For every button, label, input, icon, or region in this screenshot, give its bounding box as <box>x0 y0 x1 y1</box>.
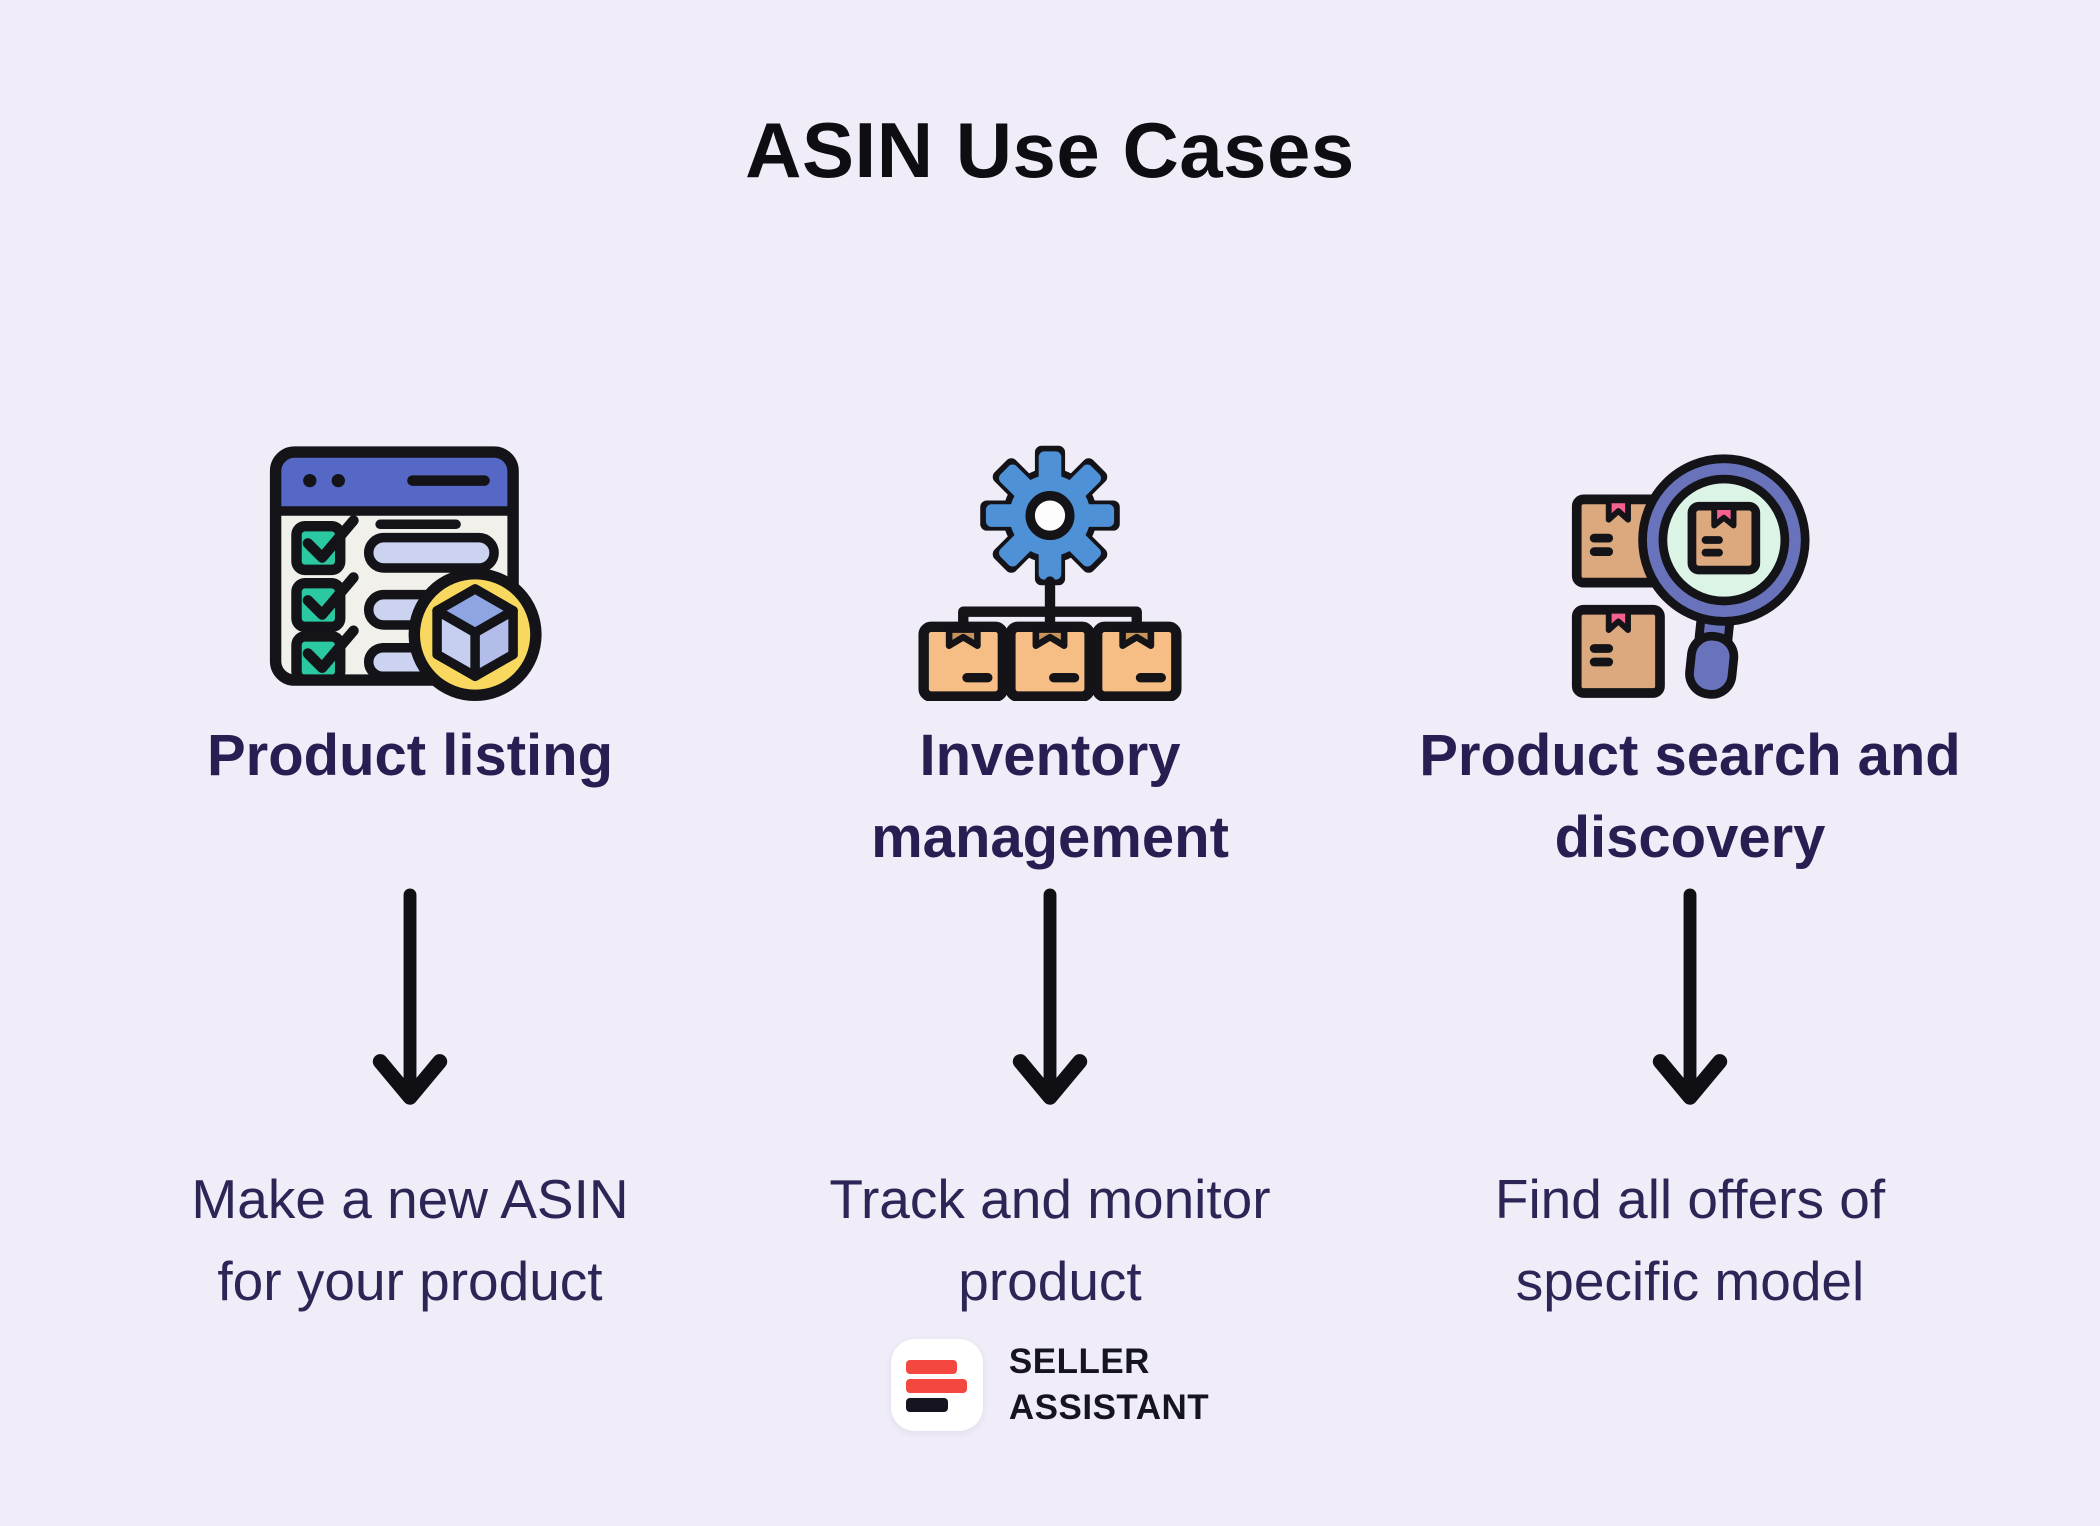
column-product-listing: Product listing Make a new ASIN for your… <box>103 416 718 1323</box>
column-heading: Inventory management <box>871 722 1229 871</box>
seller-assistant-logo-icon <box>890 1339 983 1432</box>
brand-name-line2: ASSISTANT <box>1008 1388 1210 1428</box>
down-arrow-icon <box>372 888 448 1105</box>
column-heading: Product listing <box>207 722 613 788</box>
column-product-search: Product search and discovery Find all of… <box>1383 416 1998 1323</box>
brand-name: SELLER ASSISTANT <box>1009 1339 1209 1432</box>
column-description: Track and monitor product <box>829 1167 1271 1313</box>
logo-bar-red-middle <box>905 1379 967 1394</box>
column-heading: Product search and discovery <box>1419 722 1961 871</box>
brand-name-line1: SELLER <box>1008 1341 1150 1381</box>
column-inventory-management: Inventory management Track and monitor p… <box>743 416 1358 1323</box>
magnifier-boxes-icon <box>1571 454 1810 699</box>
down-arrow-icon <box>1652 888 1728 1105</box>
checklist-cube-icon <box>269 446 542 701</box>
down-arrow-icon <box>1012 888 1088 1105</box>
gear-boxes-icon <box>918 446 1182 701</box>
seller-assistant-logo: SELLER ASSISTANT <box>890 1339 1209 1432</box>
page-title: ASIN Use Cases <box>745 106 1355 194</box>
logo-bar-red-top <box>905 1360 957 1375</box>
use-case-columns: Product listing Make a new ASIN for your… <box>103 416 1998 1323</box>
column-description: Find all offers of specific model <box>1494 1167 1886 1313</box>
column-description: Make a new ASIN for your product <box>191 1167 629 1313</box>
logo-bar-black-bottom <box>905 1398 948 1413</box>
